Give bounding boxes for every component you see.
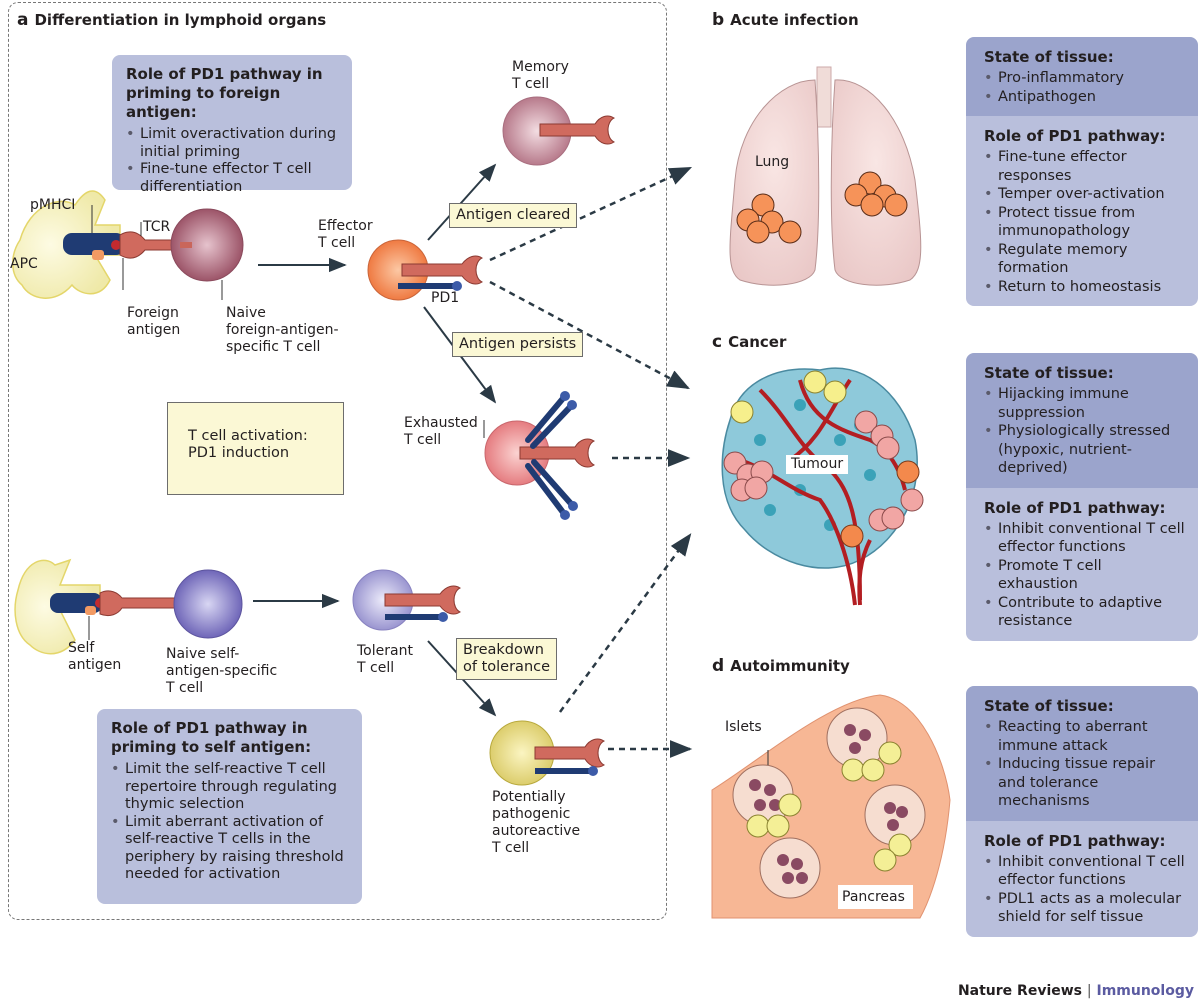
label-line: of tolerance (463, 659, 551, 675)
section-heading: State of tissue: (984, 48, 1114, 66)
panel-c-title: c Cancer (712, 332, 786, 352)
footer-separator: | (1086, 983, 1092, 999)
lung-illustration (729, 66, 922, 286)
pmhci-label: pMHCI (30, 197, 76, 213)
section-heading: State of tissue: (984, 697, 1114, 715)
box-heading: Role of PD1 pathway in priming to self a… (111, 719, 312, 756)
section-heading: Role of PD1 pathway: (984, 127, 1166, 145)
naive-self-t-cell (173, 569, 243, 639)
tumour-illustration (721, 367, 924, 606)
panel-title-text: Autoimmunity (730, 657, 850, 675)
tcr-label: TCR (143, 219, 171, 235)
bullet-item: Inducing tissue repair and tolerance mec… (984, 755, 1186, 811)
antigen-persists-label: Antigen persists (452, 332, 584, 357)
bullet-item: Antipathogen (984, 88, 1186, 107)
pd1-role-section: Role of PD1 pathway: Fine-tune effector … (966, 116, 1198, 306)
acute-infection-info-box: State of tissue: Pro-inflammatory Antipa… (966, 37, 1198, 306)
bullet-item: Inhibit conventional T cell effector fun… (984, 853, 1186, 890)
pmhc-molecule-top (63, 233, 125, 255)
bullet-item: Contribute to adaptive resistance (984, 594, 1186, 631)
bullet-item: Limit overactivation during initial prim… (126, 126, 338, 161)
journal-name: Immunology (1096, 983, 1194, 999)
pd1-role-section: Role of PD1 pathway: Inhibit conventiona… (966, 820, 1198, 937)
self-priming-box: Role of PD1 pathway in priming to self a… (97, 709, 362, 904)
activation-line: PD1 induction (188, 445, 290, 461)
bullet-item: Hijacking immune suppression (984, 385, 1186, 422)
bullet-item: Limit aberrant activation of self-reacti… (111, 814, 348, 884)
islets-label: Islets (725, 719, 762, 735)
panel-title-text: Differentiation in lymphoid organs (34, 11, 327, 29)
activation-box: T cell activation: PD1 induction (167, 402, 344, 495)
bullet-item: Promote T cell exhaustion (984, 557, 1186, 594)
panel-title-text: Acute infection (730, 11, 859, 29)
antigen-cleared-label: Antigen cleared (449, 203, 578, 228)
tissue-state-section: State of tissue: Pro-inflammatory Antipa… (966, 37, 1198, 116)
bullet-item: Physiologically stressed (hypoxic, nutri… (984, 422, 1186, 478)
panel-letter: d (712, 656, 725, 676)
autoimmunity-info-box: State of tissue: Reacting to aberrant im… (966, 686, 1198, 937)
bullet-item: Pro-inflammatory (984, 69, 1186, 88)
panel-letter: a (17, 10, 29, 30)
breakdown-of-tolerance-label: Breakdown of tolerance (456, 638, 558, 680)
bullet-item: Fine-tune effector T cell differentiatio… (126, 161, 338, 196)
pd1-role-section: Role of PD1 pathway: Inhibit conventiona… (966, 487, 1198, 641)
pancreas-label: Pancreas (842, 889, 905, 905)
tissue-state-section: State of tissue: Reacting to aberrant im… (966, 686, 1198, 821)
bullet-item: Inhibit conventional T cell effector fun… (984, 520, 1186, 557)
panel-letter: c (712, 332, 723, 352)
panel-d-title: d Autoimmunity (712, 656, 850, 676)
bullet-item: Temper over-activation (984, 185, 1186, 204)
box-heading: Role of PD1 pathway in priming to foreig… (126, 65, 323, 121)
tissue-state-section: State of tissue: Hijacking immune suppre… (966, 353, 1198, 488)
panel-a-frame (8, 2, 667, 920)
section-heading: Role of PD1 pathway: (984, 498, 1166, 517)
publisher-name: Nature Reviews (957, 983, 1083, 999)
cancer-info-box: State of tissue: Hijacking immune suppre… (966, 353, 1198, 641)
journal-footer: Nature Reviews | Immunology (958, 983, 1194, 999)
tumour-label: Tumour (786, 455, 849, 474)
panel-title-text: Cancer (728, 333, 787, 351)
bullet-item: Reacting to aberrant immune attack (984, 718, 1186, 755)
pancreas-illustration (711, 694, 951, 919)
panel-a-title: a Differentiation in lymphoid organs (17, 10, 326, 30)
panel-letter: b (712, 10, 725, 30)
activation-line: T cell activation: (188, 428, 308, 444)
bullet-item: Protect tissue from immunopathology (984, 204, 1186, 241)
bullet-item: Return to homeostasis (984, 278, 1186, 297)
section-heading: State of tissue: (984, 364, 1114, 382)
naive-foreign-t-cell (170, 208, 244, 282)
lung-label: Lung (755, 154, 790, 170)
foreign-priming-box: Role of PD1 pathway in priming to foreig… (112, 55, 352, 195)
label-line: Breakdown (463, 642, 544, 658)
pd1-label: PD1 (431, 290, 460, 306)
panel-b-title: b Acute infection (712, 10, 859, 30)
bullet-item: Fine-tune effector responses (984, 148, 1186, 185)
section-heading: Role of PD1 pathway: (984, 831, 1166, 850)
bullet-item: PDL1 acts as a molecular shield for self… (984, 890, 1186, 927)
apc-label: APC (10, 256, 38, 272)
bullet-item: Regulate memory formation (984, 241, 1186, 278)
bullet-item: Limit the self-reactive T cell repertoir… (111, 761, 348, 814)
